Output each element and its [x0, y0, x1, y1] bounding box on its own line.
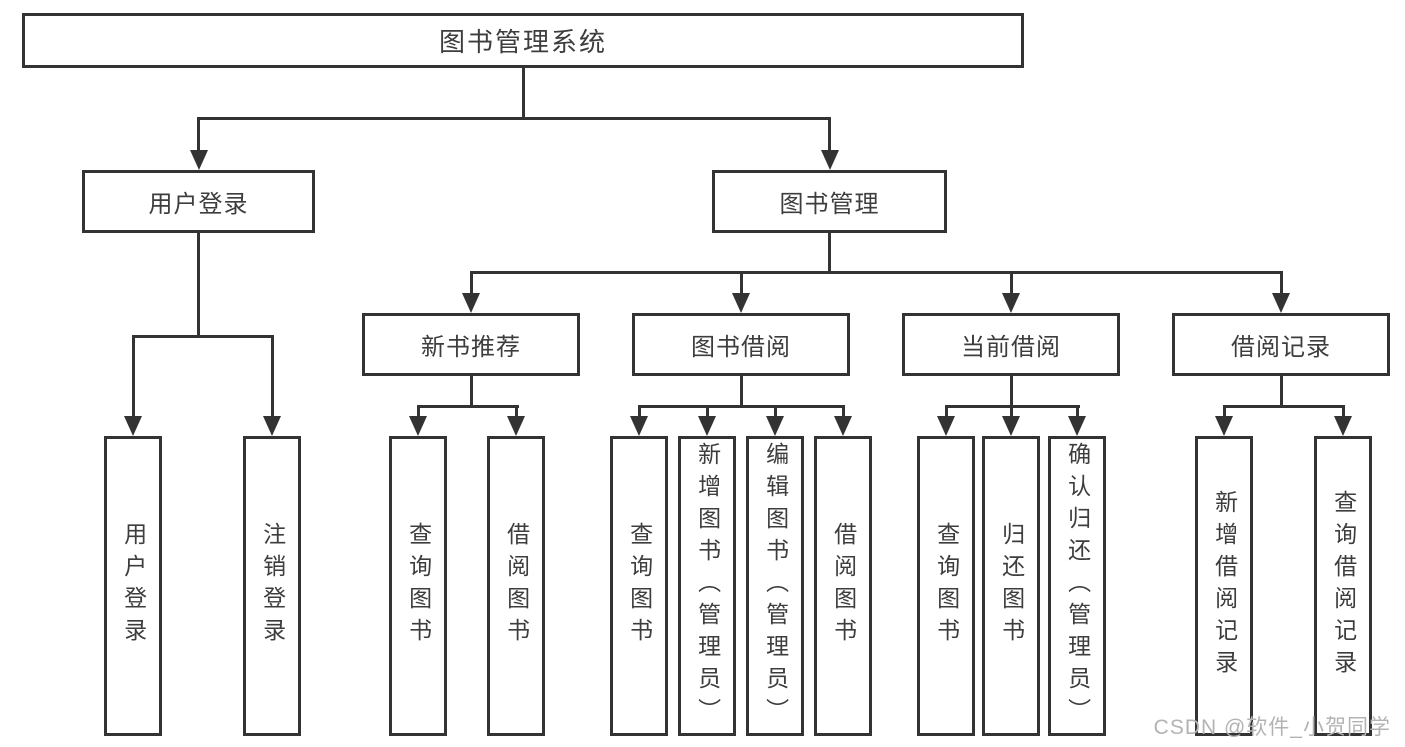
- leaf-add-borrow-record-label: 新增借阅记录: [1211, 490, 1238, 682]
- connector-line: [828, 118, 831, 151]
- connector-line: [1279, 376, 1283, 406]
- connector-line: [1009, 272, 1013, 293]
- node-new-book-recommendation: 新书推荐: [362, 313, 580, 376]
- connector-line: [944, 406, 948, 416]
- node-book-borrowing: 图书借阅: [632, 313, 850, 376]
- arrowhead-down-icon: [834, 416, 852, 436]
- connector-line: [705, 406, 709, 416]
- connector-line: [1075, 406, 1079, 416]
- connector-line: [131, 335, 274, 338]
- connector-line: [416, 404, 519, 408]
- leaf-query-books-newbook: 查询图书: [389, 436, 447, 736]
- leaf-logout: 注销登录: [243, 436, 301, 736]
- connector-line: [197, 233, 200, 337]
- leaf-query-books-newbook-label: 查询图书: [405, 522, 432, 650]
- arrowhead-down-icon: [1068, 416, 1086, 436]
- connector-line: [637, 406, 641, 416]
- leaf-user-login-label: 用户登录: [120, 522, 147, 650]
- leaf-borrow-books-borrowing-label: 借阅图书: [830, 522, 857, 650]
- node-book-management: 图书管理: [712, 170, 947, 233]
- arrowhead-down-icon: [409, 416, 427, 436]
- leaf-confirm-return-admin-label: 确认归还（管理员）: [1064, 442, 1091, 730]
- arrowhead-down-icon: [766, 416, 784, 436]
- connector-line: [841, 406, 845, 416]
- leaf-logout-label: 注销登录: [259, 522, 286, 650]
- node-user-login: 用户登录: [82, 170, 315, 233]
- arrowhead-down-icon: [462, 293, 480, 313]
- connector-line: [1222, 404, 1345, 408]
- node-library-management-system: 图书管理系统: [22, 13, 1024, 68]
- connector-line: [514, 406, 518, 416]
- connector-line: [1009, 406, 1013, 416]
- leaf-query-books-borrowing-label: 查询图书: [626, 522, 653, 650]
- arrowhead-down-icon: [1002, 416, 1020, 436]
- leaf-query-books-current-label: 查询图书: [933, 522, 960, 650]
- leaf-add-book-admin-label: 新增图书（管理员）: [694, 442, 721, 730]
- leaf-borrow-books-borrowing: 借阅图书: [814, 436, 872, 736]
- leaf-query-books-current: 查询图书: [917, 436, 975, 736]
- connector-line: [739, 272, 743, 293]
- arrowhead-down-icon: [189, 150, 208, 170]
- arrowhead-down-icon: [124, 416, 142, 436]
- arrowhead-down-icon: [1334, 416, 1352, 436]
- connector-line: [469, 271, 1283, 274]
- connector-line: [197, 118, 200, 151]
- connector-line: [197, 117, 831, 120]
- node-borrowing-records: 借阅记录: [1172, 313, 1390, 376]
- arrowhead-down-icon: [1002, 293, 1020, 313]
- leaf-query-books-borrowing: 查询图书: [610, 436, 668, 736]
- connector-line: [637, 404, 845, 408]
- leaf-add-book-admin: 新增图书（管理员）: [678, 436, 736, 736]
- leaf-borrow-books-newbook: 借阅图书: [487, 436, 545, 736]
- leaf-user-login: 用户登录: [104, 436, 162, 736]
- arrowhead-down-icon: [507, 416, 525, 436]
- connector-line: [1009, 376, 1013, 406]
- connector-line: [773, 406, 777, 416]
- leaf-edit-book-admin: 编辑图书（管理员）: [746, 436, 804, 736]
- connector-line: [1279, 272, 1283, 293]
- connector-line: [828, 233, 831, 273]
- connector-line: [469, 272, 473, 293]
- connector-line: [469, 376, 473, 406]
- arrowhead-down-icon: [1215, 416, 1233, 436]
- connector-line: [416, 406, 420, 416]
- leaf-return-book-label: 归还图书: [998, 522, 1025, 650]
- csdn-watermark: CSDN @软件_小贺同学: [1153, 716, 1391, 739]
- arrowhead-down-icon: [263, 416, 281, 436]
- arrowhead-down-icon: [1272, 293, 1290, 313]
- leaf-edit-book-admin-label: 编辑图书（管理员）: [762, 442, 789, 730]
- arrowhead-down-icon: [732, 293, 750, 313]
- connector-line: [521, 68, 525, 118]
- arrowhead-down-icon: [698, 416, 716, 436]
- connector-line: [1222, 406, 1226, 416]
- connector-line: [270, 336, 274, 416]
- leaf-add-borrow-record: 新增借阅记录: [1195, 436, 1253, 736]
- connector-line: [131, 336, 135, 416]
- leaf-query-borrow-record-label: 查询借阅记录: [1330, 490, 1357, 682]
- leaf-borrow-books-newbook-label: 借阅图书: [503, 522, 530, 650]
- arrowhead-down-icon: [630, 416, 648, 436]
- arrowhead-down-icon: [937, 416, 955, 436]
- leaf-query-borrow-record: 查询借阅记录: [1314, 436, 1372, 736]
- connector-line: [739, 376, 743, 406]
- arrowhead-down-icon: [820, 150, 839, 170]
- node-current-borrowing: 当前借阅: [902, 313, 1120, 376]
- leaf-return-book: 归还图书: [982, 436, 1040, 736]
- connector-line: [1341, 406, 1345, 416]
- leaf-confirm-return-admin: 确认归还（管理员）: [1048, 436, 1106, 736]
